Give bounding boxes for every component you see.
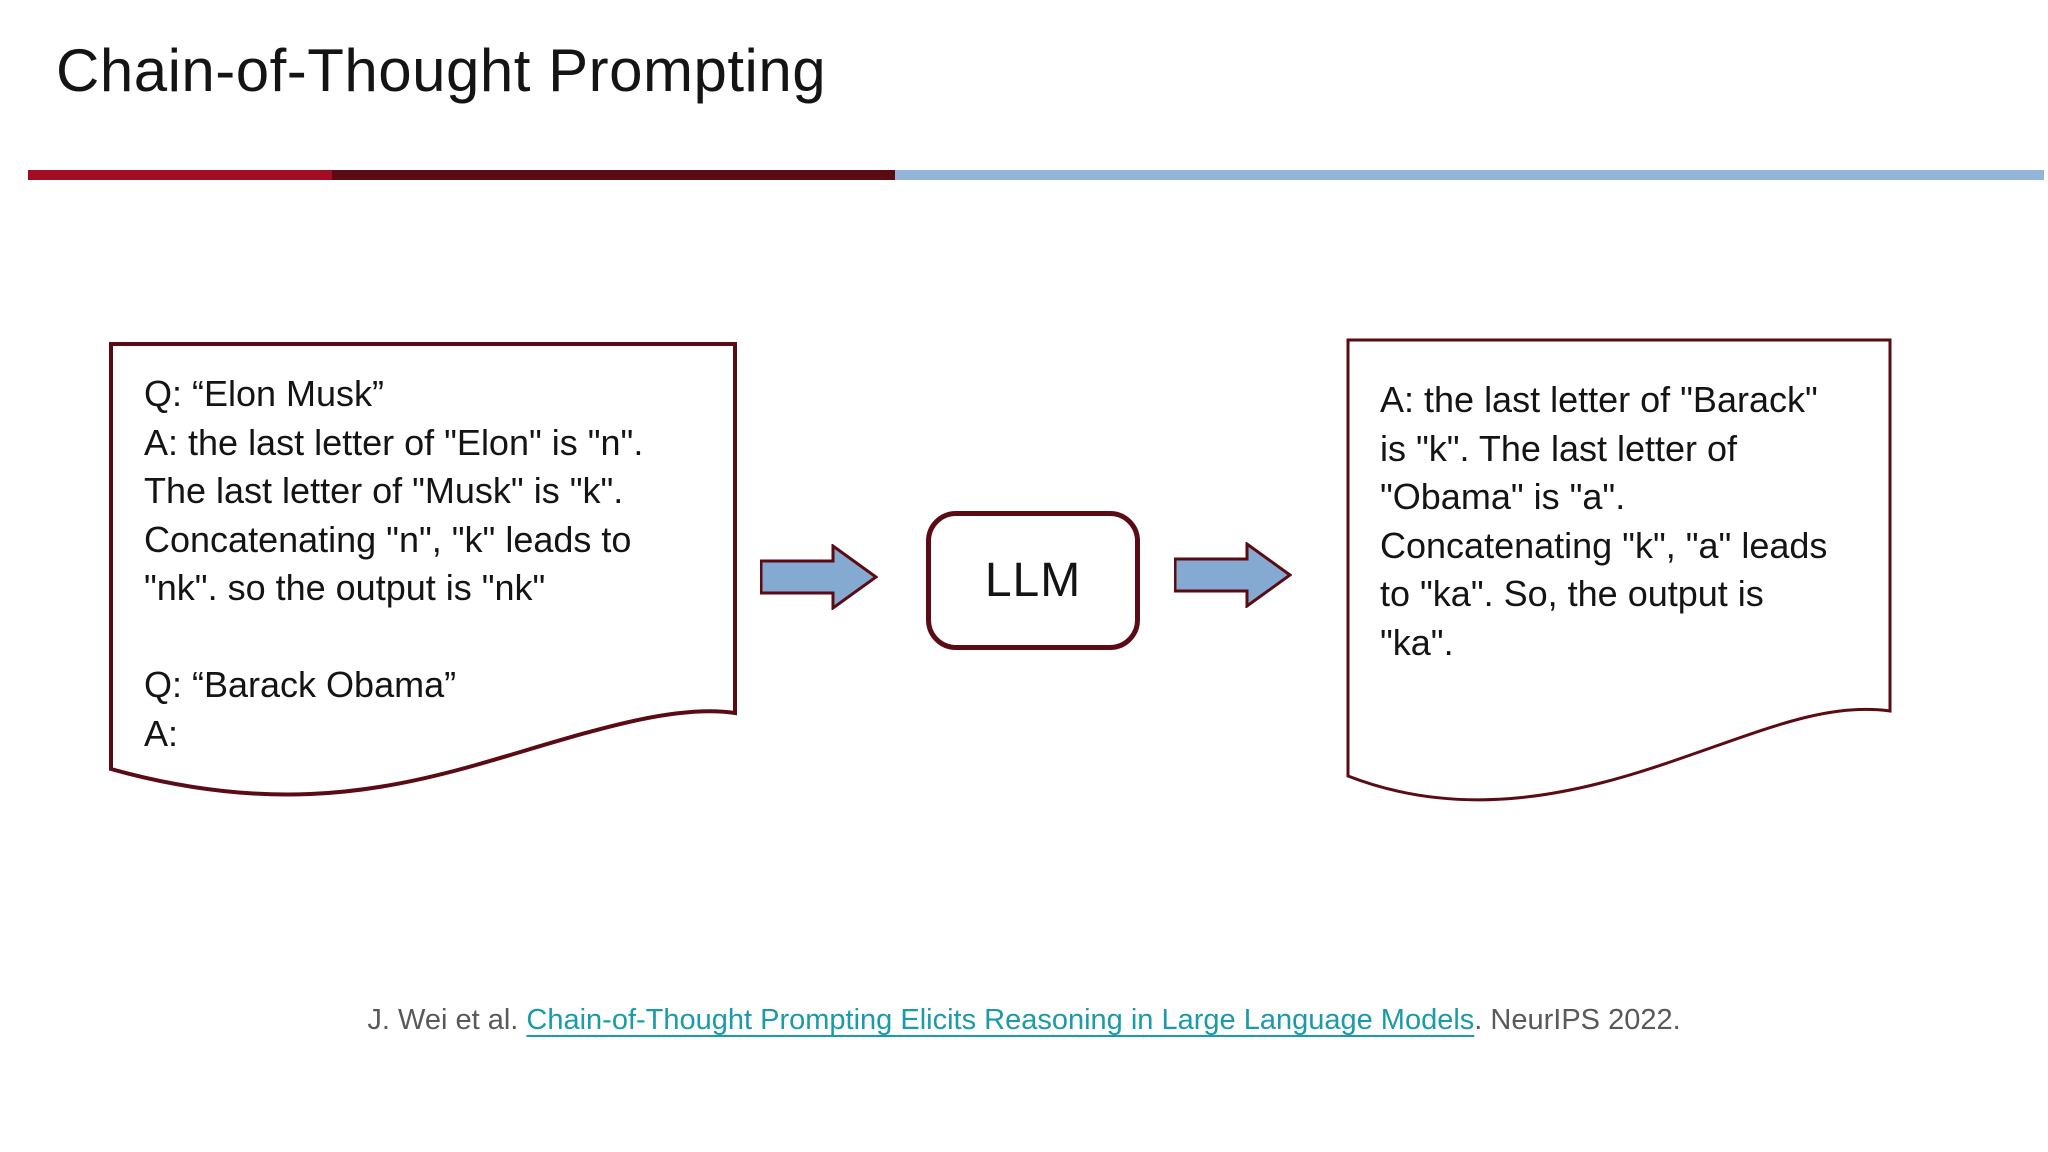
citation-suffix: . NeurIPS 2022.: [1474, 1004, 1681, 1036]
divider-segment-crimson: [28, 170, 332, 180]
title-divider: [28, 170, 2044, 180]
flow-arrow-right-icon: [1174, 542, 1292, 608]
divider-segment-maroon: [332, 170, 895, 180]
output-text: A: the last letter of "Barack" is "k". T…: [1380, 379, 1828, 663]
prompt-text: Q: “Elon Musk” A: the last letter of "El…: [144, 373, 644, 754]
output-document-shape: [1346, 338, 1892, 802]
llm-box: LLM: [926, 511, 1140, 650]
llm-label: LLM: [984, 554, 1082, 607]
prompt-document-shape: [109, 342, 737, 797]
citation: J. Wei et al. Chain-of-Thought Prompting…: [0, 1000, 2048, 1040]
flow-arrow-left-icon: [760, 544, 878, 610]
citation-link[interactable]: Chain-of-Thought Prompting Elicits Reaso…: [526, 1004, 1475, 1036]
slide-title: Chain-of-Thought Prompting: [56, 37, 827, 104]
citation-prefix: J. Wei et al.: [367, 1004, 527, 1036]
divider-segment-blue: [895, 170, 2044, 180]
